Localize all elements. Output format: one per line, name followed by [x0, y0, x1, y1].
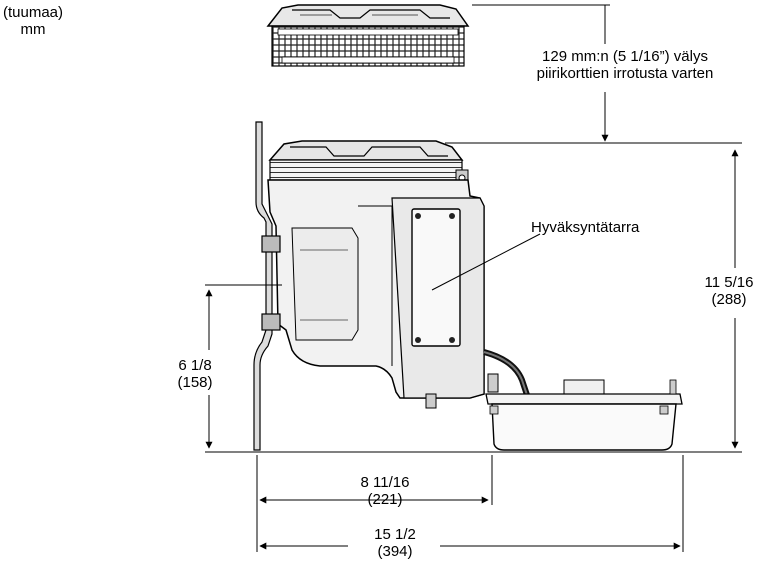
callout-leader: [431, 233, 541, 291]
height-total-label: 11 5/16 (288): [694, 274, 764, 308]
discharge-hose: [483, 349, 531, 399]
height-total-inches: 11 5/16: [704, 274, 754, 291]
depth-dimensions: [256, 455, 684, 552]
mount-height-mm: (158): [177, 374, 213, 391]
clearance-line-1: 129 mm:n (5 1/16”) välys: [542, 48, 708, 65]
clearance-label: 129 mm:n (5 1/16”) välys piirikorttien i…: [500, 48, 750, 82]
units-legend: (tuumaa) mm: [2, 4, 64, 38]
units-inches-label: (tuumaa): [2, 4, 64, 21]
depth-to-tank-label: 8 11/16 (221): [340, 474, 430, 508]
depth-total-label: 15 1/2 (394): [350, 526, 440, 560]
height-total-mm: (288): [711, 291, 747, 308]
unit-body: [261, 140, 485, 409]
approval-label-callout: Hyväksyntätarra: [531, 219, 640, 236]
depth-to-tank-mm: (221): [367, 491, 403, 508]
clearance-dimension: [445, 4, 742, 144]
condensate-tank: [485, 379, 683, 451]
removed-cover: [266, 4, 470, 67]
mount-height-dimension: [205, 284, 282, 449]
mount-height-label: 6 1/8 (158): [170, 357, 220, 391]
depth-total-mm: (394): [377, 543, 413, 560]
wall-bracket: [253, 121, 273, 451]
units-mm-label: mm: [20, 21, 46, 38]
clearance-line-2: piirikorttien irrotusta varten: [536, 65, 714, 82]
depth-total-inches: 15 1/2: [374, 526, 416, 543]
depth-to-tank-inches: 8 11/16: [360, 474, 410, 491]
mount-height-inches: 6 1/8: [178, 357, 212, 374]
